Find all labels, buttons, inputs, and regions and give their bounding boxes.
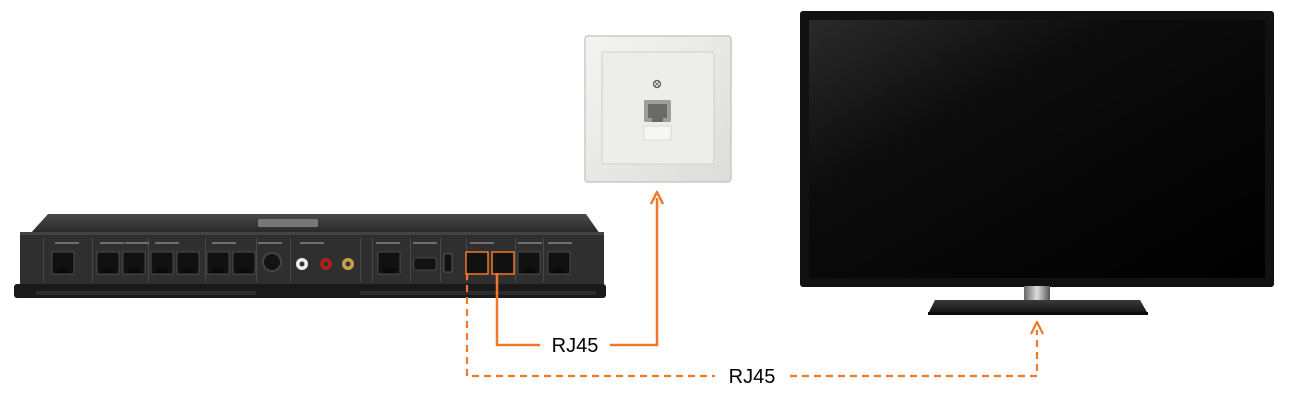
dashed-cable-path [465, 273, 1039, 378]
rca-pin [345, 261, 351, 267]
lan-port-highlighted [465, 251, 489, 275]
tv-screen [809, 20, 1265, 278]
panel-divider [372, 238, 373, 282]
rj45-port-latch [128, 268, 140, 273]
panel-divider [440, 238, 441, 282]
codec-port-row [43, 238, 572, 282]
network-symbol-icon [652, 79, 662, 89]
codec-logo [258, 219, 318, 227]
port-label-strip [413, 242, 437, 244]
cable-label-dashed: RJ45 [729, 366, 776, 388]
port-label-strip [300, 242, 324, 244]
rj45-cable-solid [495, 190, 665, 347]
rj45-port-latch [57, 268, 69, 273]
port-label-strip [518, 242, 542, 244]
rj45-port-latch [553, 268, 565, 273]
hdmi-port [413, 257, 437, 271]
panel-divider [43, 238, 44, 282]
socket-label-window [643, 125, 672, 141]
rj45-port-latch [102, 268, 114, 273]
port-label-strip [155, 242, 179, 244]
rj45-port-latch [156, 268, 168, 273]
tv-display [800, 11, 1274, 315]
port-label-strip [376, 242, 400, 244]
rca-pin [299, 261, 305, 267]
rca-pin [323, 261, 329, 267]
panel-divider [290, 238, 291, 282]
panel-divider [410, 238, 411, 282]
rj45-port-latch [238, 268, 250, 273]
panel-divider [148, 238, 149, 282]
panel-divider [205, 238, 206, 282]
panel-divider [92, 238, 93, 282]
rj45-port-latch [212, 268, 224, 273]
usb-port [443, 253, 453, 273]
rj45-port-latch [182, 268, 194, 273]
rj45-port-latch [383, 268, 395, 273]
wall-data-socket [584, 35, 732, 183]
arrow-up-icon [649, 190, 665, 205]
port-label-strip [258, 242, 282, 244]
codec-device [14, 214, 606, 298]
rj45-port-latch [523, 268, 535, 273]
port-label-strip [125, 242, 149, 244]
mini-din-port [262, 252, 282, 272]
arrow-up-icon [1030, 320, 1044, 335]
panel-divider [256, 238, 257, 282]
tv-stand [928, 300, 1148, 314]
panel-divider [543, 238, 544, 282]
port-label-strip [548, 242, 572, 244]
cable-label-solid: RJ45 [552, 335, 599, 357]
panel-divider [360, 238, 361, 282]
rj45-cable-dashed [465, 273, 1044, 378]
panel-divider [515, 238, 516, 282]
port-label-strip [100, 242, 124, 244]
lan-port-highlighted [491, 251, 515, 275]
solid-cable-path [495, 198, 659, 347]
port-label-strip [212, 242, 236, 244]
port-label-strip [470, 242, 494, 244]
tv-neck [1024, 286, 1050, 302]
port-label-strip [55, 242, 79, 244]
